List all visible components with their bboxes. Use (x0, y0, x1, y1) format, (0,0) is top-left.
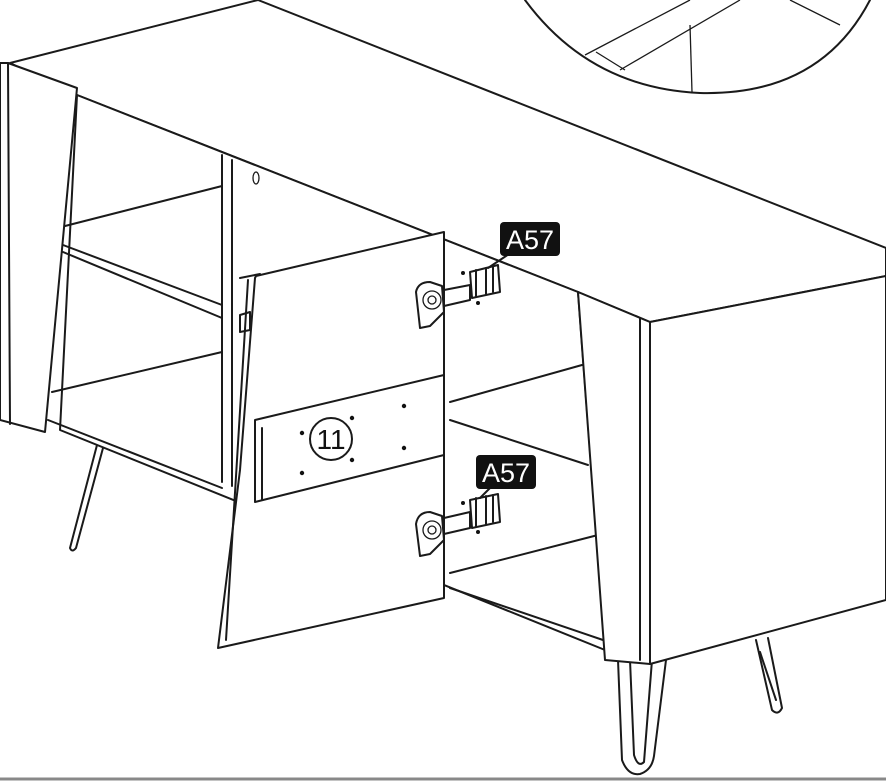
cabinet-legs (69, 444, 783, 776)
part-label-bottom: A57 (482, 458, 530, 488)
hinge-top-icon (415, 251, 513, 329)
left-side-panel (0, 62, 78, 433)
step-number-label: 11 (316, 424, 345, 455)
step-number-marker: 11 (309, 417, 353, 461)
part-label-top: A57 (506, 225, 554, 255)
hinge-bottom-icon (415, 479, 501, 557)
detail-zoom-circle (524, 0, 871, 95)
part-tag-hinge-top: A57 (500, 222, 560, 256)
cabinet-body (0, 0, 886, 665)
right-end-panel (649, 275, 886, 665)
part-tag-hinge-bottom: A57 (476, 455, 536, 489)
